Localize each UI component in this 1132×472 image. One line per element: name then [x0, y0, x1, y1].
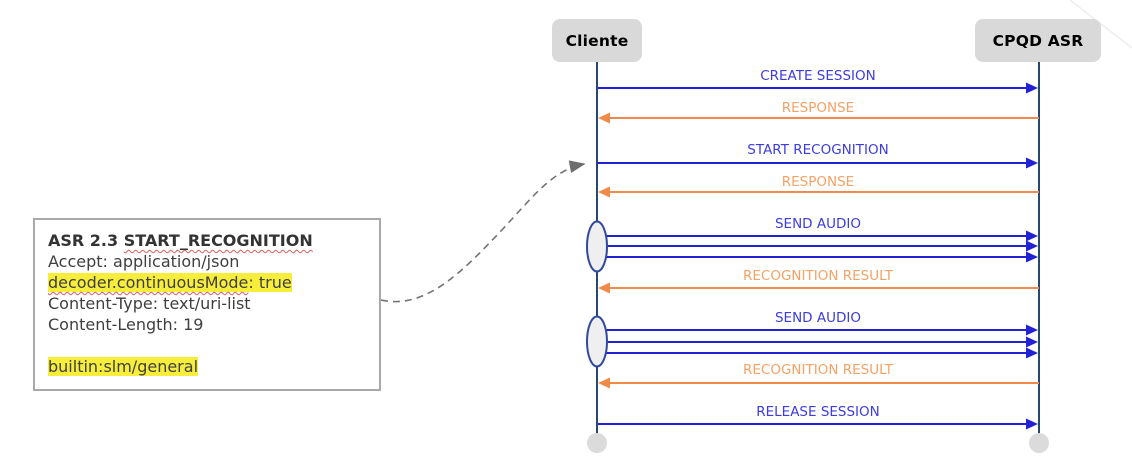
message-arrowhead [1026, 82, 1038, 94]
actor-cpqd-asr: CPQD ASR [975, 19, 1101, 62]
message-label: RECOGNITION RESULT [743, 268, 894, 284]
note-text-segment: Content-Type: text/uri-list [48, 294, 251, 313]
message-label: START RECOGNITION [747, 142, 888, 158]
message-arrowhead [1026, 240, 1038, 252]
burst-ellipse [586, 220, 608, 273]
note-text-segment: builtin:slm/general [48, 357, 199, 376]
message-arrowhead [1026, 347, 1038, 359]
message-arrowhead [1026, 324, 1038, 336]
decor-line [1069, 0, 1132, 49]
note-line: ASR 2.3 START_RECOGNITION [48, 230, 366, 251]
note-line: Accept: application/json [48, 251, 366, 272]
note-text-segment: Content-Length: 19 [48, 315, 204, 334]
message-label: CREATE SESSION [760, 68, 876, 84]
lifeline-endpoint-cliente [587, 433, 607, 453]
message-arrowhead [598, 112, 610, 124]
actor-cpqd-asr-label: CPQD ASR [992, 31, 1084, 50]
message-arrowhead [1026, 336, 1038, 348]
message-label: RESPONSE [782, 174, 854, 190]
message-arrowhead [1026, 251, 1038, 263]
message-arrowhead [1026, 157, 1038, 169]
message-arrowhead [598, 377, 610, 389]
message-label: SEND AUDIO [775, 216, 861, 232]
note-text-segment: Accept: application/json [48, 252, 240, 271]
message-arrowhead [598, 186, 610, 198]
note-line: decoder.continuousMode: true [48, 272, 366, 293]
note-line: builtin:slm/general [48, 356, 366, 377]
note-line: Content-Type: text/uri-list [48, 293, 366, 314]
message-arrowhead [1026, 418, 1038, 430]
message-label: SEND AUDIO [775, 310, 861, 326]
note-text-segment: START_RECOGNITION [123, 231, 313, 250]
lifeline-endpoint-cpqd-asr [1029, 433, 1049, 453]
burst-ellipse [586, 315, 608, 368]
message-label: RESPONSE [782, 100, 854, 116]
note-connector [380, 160, 586, 303]
note-line [48, 335, 366, 356]
actor-cliente-label: Cliente [565, 31, 629, 50]
note-text-segment: ASR 2.3 [48, 231, 124, 250]
message-label: RELEASE SESSION [756, 404, 880, 420]
actor-cliente: Cliente [552, 19, 642, 62]
note-text-segment: decoder.continuousMode [48, 273, 249, 292]
note-text-segment: : true [248, 273, 292, 292]
message-arrowhead [598, 282, 610, 294]
note-line: Content-Length: 19 [48, 314, 366, 335]
message-label: RECOGNITION RESULT [743, 362, 894, 378]
message-arrowhead [1026, 230, 1038, 242]
